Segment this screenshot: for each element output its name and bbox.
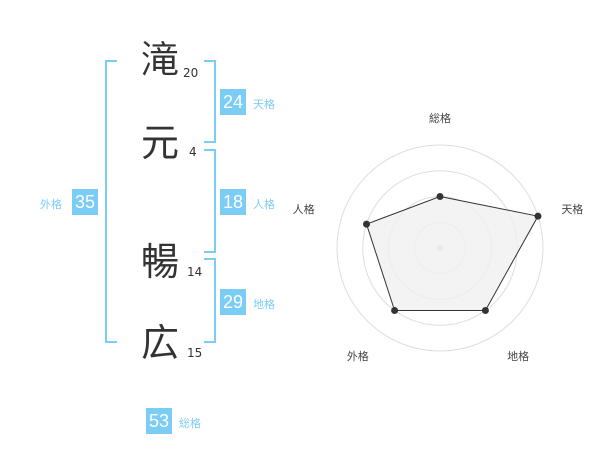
- soukaku-badge: 53: [146, 408, 172, 434]
- radar-axis-label-3: 地格: [507, 349, 529, 363]
- radar-point-1: [436, 193, 444, 200]
- gaikaku-label: 外格: [40, 198, 62, 211]
- radar-polygon: [365, 195, 539, 311]
- tenkaku-bracket: [204, 60, 216, 143]
- soukaku-label: 総格: [179, 417, 201, 430]
- jinkaku-bracket: [204, 149, 216, 253]
- tenkaku-badge: 24: [220, 89, 246, 115]
- tenkaku-label: 天格: [253, 98, 275, 111]
- radar-ring: [336, 144, 544, 352]
- chikaku-label: 地格: [253, 298, 275, 311]
- name-char-3: 暢: [141, 240, 180, 284]
- radar-axis-label-5: 人格: [293, 202, 315, 216]
- stroke-count-4: 15: [187, 346, 203, 360]
- gaikaku-bracket: [105, 60, 117, 343]
- radar-axis-label-1: 総格: [429, 111, 451, 125]
- chikaku-badge: 29: [220, 289, 246, 315]
- radar-point-3: [481, 306, 489, 314]
- radar-point-4: [391, 306, 399, 314]
- name-char-1: 滝: [141, 38, 180, 82]
- stroke-count-3: 14: [187, 265, 203, 279]
- gaikaku-badge: 35: [72, 189, 98, 215]
- stroke-count-1: 20: [183, 66, 199, 80]
- jinkaku-label: 人格: [253, 198, 275, 211]
- name-char-4: 広: [141, 321, 180, 365]
- chikaku-bracket: [204, 258, 216, 343]
- radar-axis-label-4: 外格: [347, 349, 369, 363]
- name-char-2: 元: [141, 121, 180, 165]
- radar-point-5: [363, 220, 371, 228]
- stroke-count-2: 4: [189, 145, 197, 159]
- radar-point-2: [534, 212, 542, 220]
- jinkaku-badge: 18: [220, 189, 246, 215]
- radar-axis-label-2: 天格: [561, 202, 583, 216]
